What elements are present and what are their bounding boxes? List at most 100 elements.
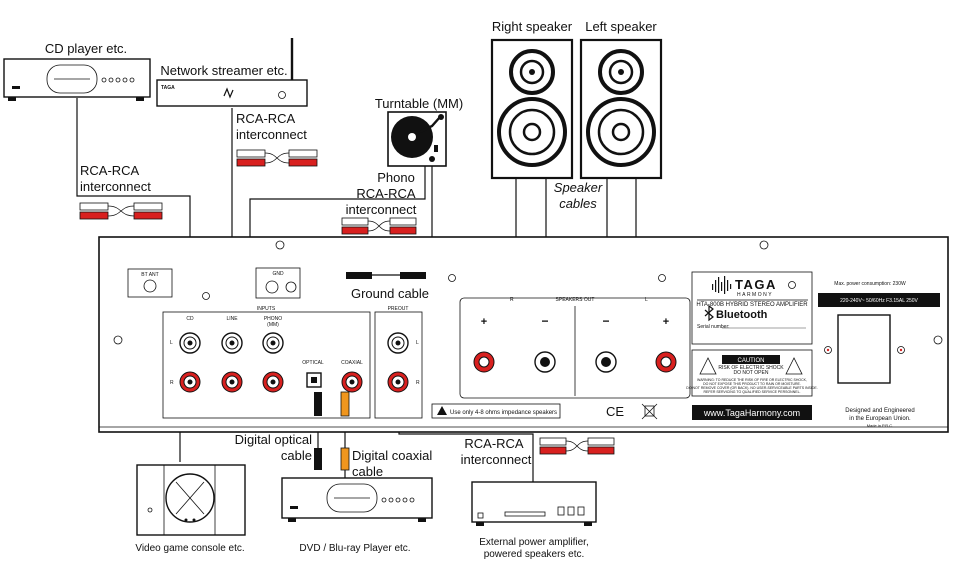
right-speaker-label: Right speaker <box>492 19 573 34</box>
optical-cable-label-1: Digital optical <box>235 432 312 447</box>
speakers-out-l-label: L <box>645 297 648 303</box>
dvd-player-label: DVD / Blu-ray Player etc. <box>299 543 410 554</box>
speaker-cables-label-1: Speaker <box>554 180 603 195</box>
phono-left-jack[interactable] <box>262 332 284 354</box>
rca2-label-2: interconnect <box>236 127 307 142</box>
turntable-device: Turntable (MM) <box>375 96 463 167</box>
brand-plate <box>691 271 813 345</box>
voltage-bar <box>818 293 940 307</box>
ce-mark: CE <box>606 404 624 419</box>
serial-label: Serial number: <box>697 324 730 330</box>
brand-sub: HARMONY <box>737 292 773 298</box>
cd-input-label: CD <box>186 316 194 322</box>
website-bar <box>692 405 812 420</box>
max-power-label: Max. power consumption: 230W <box>834 281 906 287</box>
rca2-label-1: RCA-RCA <box>236 111 296 126</box>
cd-player-label: CD player etc. <box>45 41 127 56</box>
caution-sub2: DO NOT OPEN <box>734 370 769 376</box>
preout-left-jack[interactable] <box>387 332 409 354</box>
game-console-label: Video game console etc. <box>135 543 244 554</box>
spk-r-plus-label: + <box>481 316 487 328</box>
left-speaker-device: Left speaker <box>579 19 663 180</box>
bt-antenna-port[interactable] <box>127 268 173 298</box>
ground-connector-icon <box>346 272 426 279</box>
coaxial-cable-label-1: Digital coaxial <box>352 448 432 463</box>
speaker-r-plus-terminal[interactable] <box>473 351 495 373</box>
inputs-right-label: R <box>170 380 174 386</box>
coaxial-connector-icon <box>340 391 350 471</box>
spk-r-minus-label: − <box>541 314 548 328</box>
preout-label: PREOUT <box>388 306 409 312</box>
inputs-left-label: L <box>170 340 173 346</box>
impedance-warning-box <box>431 403 561 419</box>
cd-left-jack[interactable] <box>179 332 201 354</box>
inputs-section <box>162 311 371 419</box>
caution-title: CAUTION <box>738 358 765 364</box>
line-right-jack[interactable] <box>221 371 243 393</box>
bluetooth-icon <box>704 304 714 322</box>
phono-right-jack[interactable] <box>262 371 284 393</box>
designed-line2: in the European Union. <box>849 416 911 422</box>
shock-warning-icon <box>699 357 717 375</box>
external-amp-device: External power amplifier, powered speake… <box>471 481 597 560</box>
rca-connector-icon <box>79 202 163 220</box>
rca-connector-icon <box>341 217 417 235</box>
phono-mm-label: (MM) <box>267 322 279 328</box>
speaker-l-minus-terminal[interactable] <box>595 351 617 373</box>
rca1-label-2: interconnect <box>80 179 151 194</box>
rca-connector-icon <box>539 437 615 455</box>
caution-plate <box>691 349 813 397</box>
taga-logo-icon <box>712 276 732 294</box>
speakers-out-section <box>459 297 691 399</box>
streamer-brand: TAGA <box>161 85 175 91</box>
left-speaker-label: Left speaker <box>585 19 657 34</box>
spk-l-plus-label: + <box>663 316 669 328</box>
turntable-label: Turntable (MM) <box>375 96 463 111</box>
speakers-out-label: SPEAKERS OUT <box>556 297 595 303</box>
rca3-label-2: interconnect <box>461 452 532 467</box>
phono-label-2: RCA-RCA <box>356 186 416 201</box>
preout-section <box>374 311 423 419</box>
warning-line3: DO NOT REMOVE COVER (OR BACK). NO USER-S… <box>686 386 817 390</box>
amplifier-rear-panel: BT ANT GND INPUTS CD LINE PHONO (MM) L R… <box>98 236 949 433</box>
coaxial-label: COAXIAL <box>341 360 363 366</box>
cd-player-device: CD player etc. <box>3 41 151 101</box>
power-inlet[interactable] <box>837 314 891 384</box>
optical-connector-icon <box>314 392 322 470</box>
speakers-out-r-label: R <box>510 297 514 303</box>
model-name: HTA-800B HYBRID STEREO AMPLIFIER <box>696 302 808 308</box>
bt-antenna-label: BT ANT <box>141 272 158 278</box>
optical-cable-label-2: cable <box>281 448 312 463</box>
streamer-logo-icon <box>223 87 234 99</box>
optical-label: OPTICAL <box>302 360 324 366</box>
coaxial-input-jack[interactable] <box>341 371 363 393</box>
ground-terminal[interactable] <box>255 267 301 299</box>
optical-input-port[interactable] <box>306 372 322 388</box>
game-console-device: Video game console etc. <box>135 464 246 554</box>
network-streamer-label: Network streamer etc. <box>160 63 287 78</box>
right-speaker-device: Right speaker <box>490 19 574 180</box>
speaker-r-minus-terminal[interactable] <box>534 351 556 373</box>
line-left-jack[interactable] <box>221 332 243 354</box>
cd-right-jack[interactable] <box>179 371 201 393</box>
impedance-warning-text: Use only 4-8 ohms impedance speakers <box>450 410 557 416</box>
spk-l-minus-label: − <box>602 314 609 328</box>
designed-line1: Designed and Engineered <box>845 408 914 414</box>
warning-line4: REFER SERVICING TO QUALIFIED SERVICE PER… <box>704 390 801 394</box>
rca-connector-icon <box>236 149 318 167</box>
voltage-text: 220-240V~ 50/60Hz F3.15AL 250V <box>840 298 918 304</box>
ext-amp-label-2: powered speakers etc. <box>484 549 585 560</box>
exclamation-warning-icon <box>785 357 803 375</box>
speaker-l-plus-terminal[interactable] <box>655 351 677 373</box>
line-input-label: LINE <box>226 316 238 322</box>
phono-label-3: interconnect <box>346 202 417 217</box>
made-in-label: Made in P.R.C. <box>867 423 894 428</box>
weee-bin-icon <box>641 403 658 420</box>
preout-right-jack[interactable] <box>387 371 409 393</box>
dvd-player-device: DVD / Blu-ray Player etc. <box>281 477 433 554</box>
warning-line1: WARNING: TO REDUCE THE RISK OF FIRE OR E… <box>697 378 807 382</box>
ext-amp-label-1: External power amplifier, <box>479 537 589 548</box>
bluetooth-label: Bluetooth <box>716 309 768 321</box>
preout-right-label: R <box>416 380 420 386</box>
